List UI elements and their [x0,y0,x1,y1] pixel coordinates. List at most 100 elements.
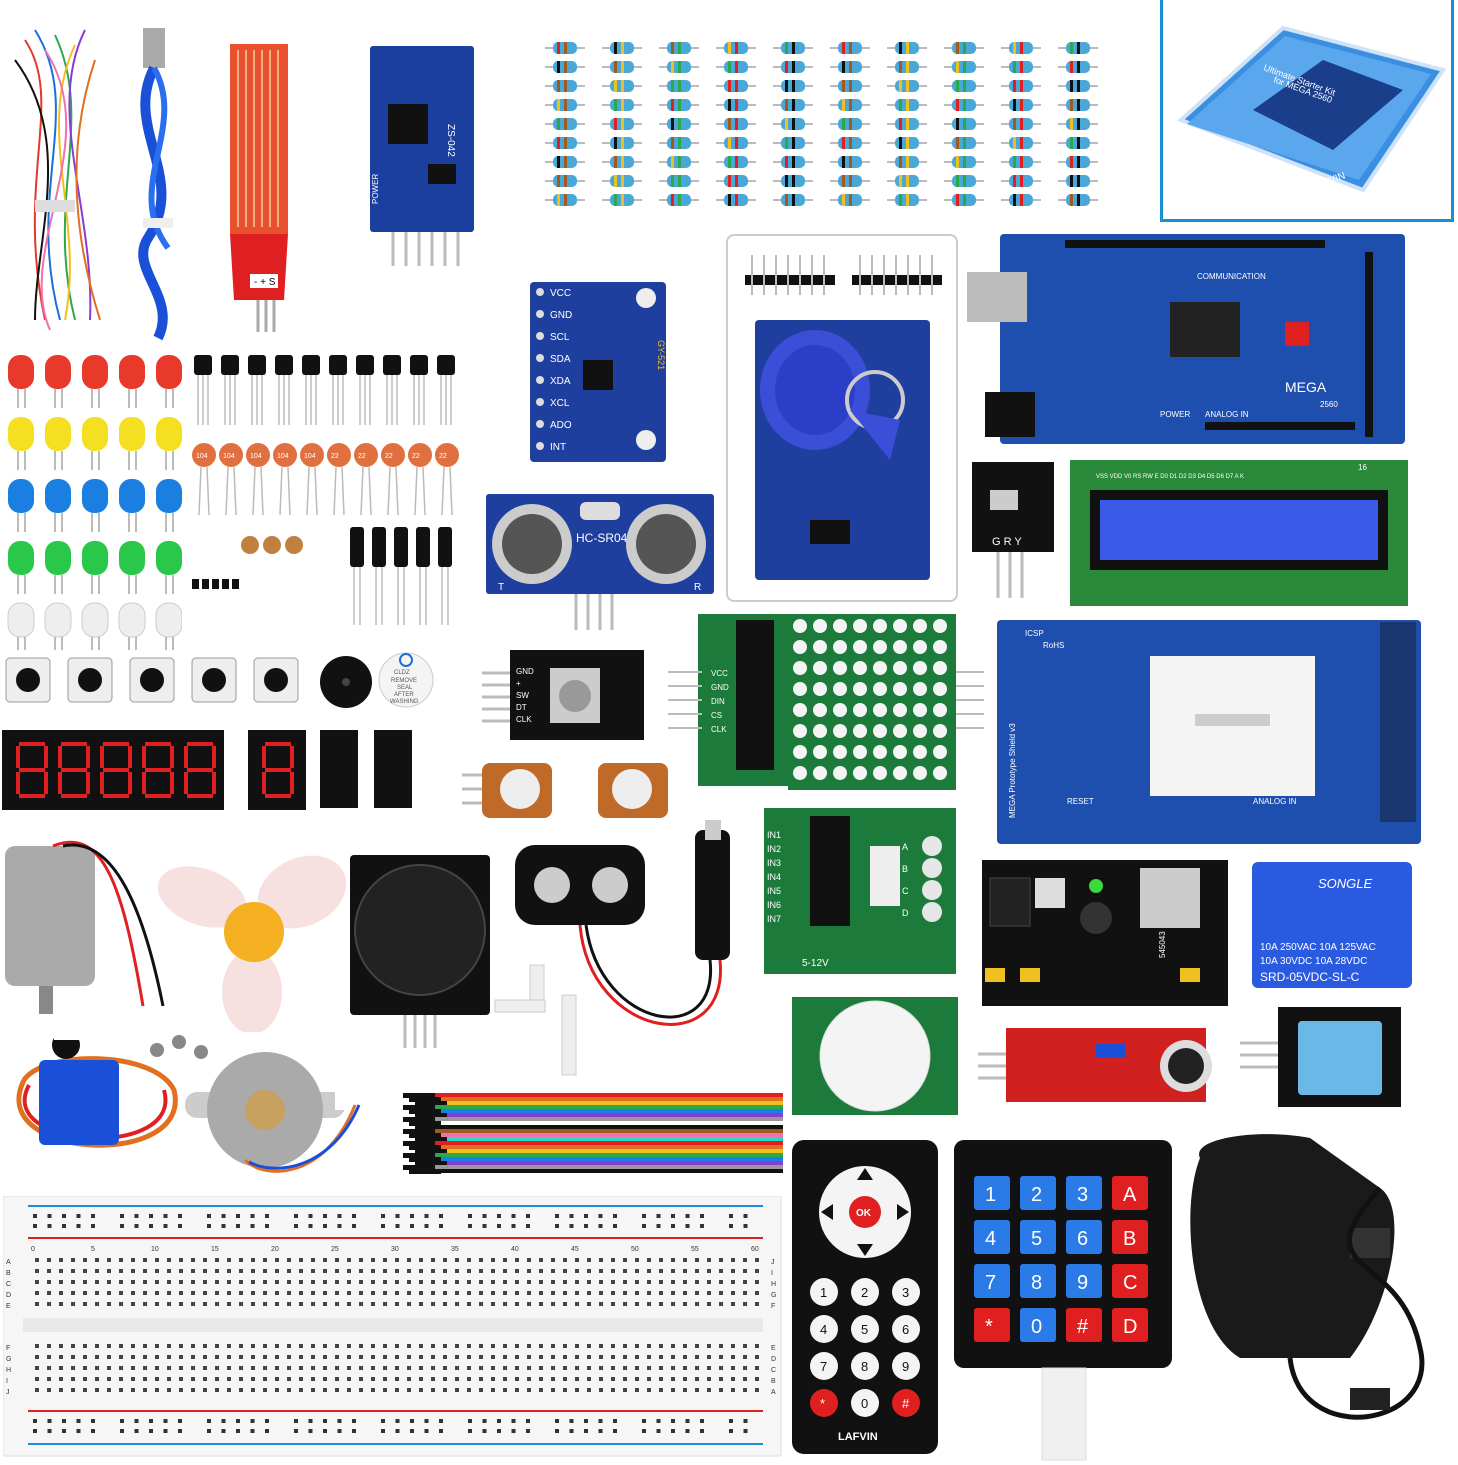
rail-hole [700,1224,704,1228]
remote-key [851,1278,879,1306]
up-arrow-icon [857,1168,873,1180]
keypad-key [1020,1220,1056,1254]
tie-hole [179,1269,183,1273]
tie-hole [467,1269,471,1273]
rail-hole [497,1214,501,1218]
resistor-band [1077,99,1080,111]
tie-hole [479,1291,483,1295]
tie-hole [35,1344,39,1348]
resistor-band [621,99,624,111]
tie-hole [47,1355,51,1359]
resistor-band [1070,99,1073,111]
tie-hole [527,1258,531,1262]
column-number: 15 [211,1246,219,1253]
tie-hole [611,1366,615,1370]
row-letter: G [771,1292,776,1299]
resistor-band [792,156,795,168]
tie-hole [623,1280,627,1284]
tie-hole [623,1258,627,1262]
remote-key-label: 0 [861,1396,868,1411]
rail-hole [352,1419,356,1423]
tie-hole [575,1377,579,1381]
row-letter: J [6,1389,10,1396]
tie-hole [227,1258,231,1262]
servo-motor [16,1030,178,1148]
tie-hole [119,1280,123,1284]
rail-hole [656,1419,661,1423]
resistor-band [849,137,852,149]
resistor-band [842,80,845,92]
tie-hole [707,1366,711,1370]
tie-hole [59,1302,63,1306]
rail-hole [598,1419,603,1423]
electrolytic-capacitor [416,527,430,567]
tie-hole [731,1258,735,1262]
tie-hole [635,1377,639,1381]
tie-hole [755,1269,759,1273]
rail-hole [236,1224,240,1228]
tie-hole [743,1377,747,1381]
tie-hole [467,1355,471,1359]
tie-hole [503,1280,507,1284]
tie-hole [203,1258,207,1262]
segment [187,794,213,798]
rail-hole [584,1419,588,1423]
tie-hole [659,1377,663,1381]
buzzer-label-2: SEAL [397,685,413,691]
capacitor-label: 22 [439,453,447,460]
resistor-band [899,175,902,187]
matrix-dot [793,619,807,633]
tie-hole [407,1388,411,1392]
matrix-dot [853,745,867,759]
resistor-band [735,80,738,92]
tie-hole [647,1366,651,1370]
tie-hole [335,1280,339,1284]
tie-hole [35,1377,39,1381]
tie-hole [311,1291,315,1295]
diode [222,579,229,589]
tie-hole [215,1366,219,1370]
tie-hole [227,1291,231,1295]
capacitor-label: 104 [223,453,235,460]
tie-hole [563,1355,567,1359]
tie-hole [251,1377,255,1381]
tie-hole [155,1291,159,1295]
tie-hole [371,1258,375,1262]
tie-hole [107,1388,111,1392]
tie-hole [719,1280,723,1284]
rail-hole [424,1214,429,1218]
tie-hole [419,1377,423,1381]
rail-hole [482,1419,487,1423]
capacitor-lead [233,466,237,516]
tie-hole [635,1258,639,1262]
tie-hole [731,1280,735,1284]
rail-hole [410,1429,414,1433]
tie-hole [167,1280,171,1284]
tie-hole [467,1344,471,1348]
resistor-band [621,80,624,92]
rail-hole [468,1419,472,1423]
dht11-sensor [1240,1007,1401,1107]
resistor-band [906,175,909,187]
rgb-pins: G R Y [992,536,1022,548]
tie-hole [59,1280,63,1284]
row-letter: A [6,1259,11,1266]
capacitor-lead [206,466,210,516]
resistor-band [728,156,731,168]
keypad-key-label: 6 [1077,1228,1088,1250]
resistor-band [963,194,966,206]
rail-hole [149,1419,153,1423]
led [156,355,182,389]
keypad-key [974,1176,1010,1210]
gyro-pin [536,354,544,362]
tie-hole [755,1344,759,1348]
keypad-key [1112,1220,1148,1254]
keypad-key-label: 4 [985,1228,996,1250]
rail-hole [526,1429,530,1433]
rail-hole [323,1224,327,1228]
matrix-dot [813,724,827,738]
segment [58,772,62,794]
tie-hole [515,1291,519,1295]
matrix-dot [893,682,907,696]
resistor-band [899,194,902,206]
